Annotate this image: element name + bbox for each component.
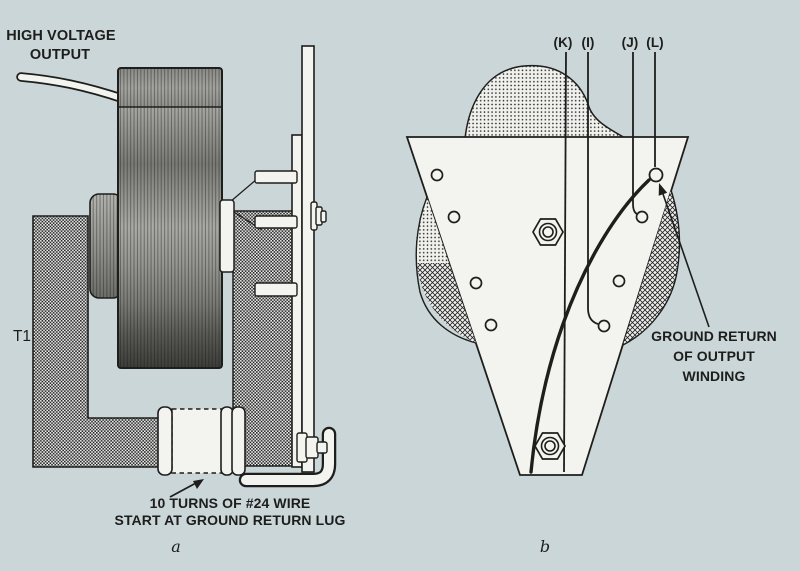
core-crescent-right-outline (622, 189, 681, 346)
high-voltage-output-label-line1: HIGH VOLTAGE (6, 28, 116, 44)
core-crescent-left-lower (417, 263, 476, 343)
core-top-fold-line (229, 178, 258, 203)
center-hex-nut (532, 218, 564, 246)
ground-return-wire-core (241, 429, 334, 485)
ground-note-arrowhead (658, 183, 668, 196)
ground-note-line3: WINDING (683, 368, 746, 384)
center-nut-hole (542, 226, 554, 238)
winding-note-arrow (169, 479, 204, 498)
ten-turn-winding (157, 406, 246, 476)
panel-b-letter: b (540, 537, 550, 556)
hv-lead-core (18, 74, 127, 102)
terminal-j-eyelet (635, 210, 649, 224)
lead-wire-i (587, 52, 599, 325)
winding-note-line2: START AT GROUND RETURN LUG (115, 512, 346, 528)
terminal-board-tall (301, 45, 315, 473)
bottom-nut-hole (544, 440, 556, 452)
winding-note-arrowhead (193, 479, 204, 489)
mid-board-bolt (310, 201, 327, 231)
output-winding-ground-wire (529, 178, 651, 474)
ground-note-leader (662, 193, 710, 328)
core-dome (464, 64, 628, 140)
hidden-turns-dashed (171, 408, 223, 474)
hv-winding-coil (117, 67, 223, 369)
coil-bobbin-hub-stripes (90, 194, 122, 298)
terminal-label-k: (K) (553, 35, 572, 50)
coil-right-flange (219, 199, 235, 273)
terminal-lug-top (254, 170, 298, 184)
mid-bolt-tip (320, 210, 327, 223)
terminal-label-i: (I) (581, 35, 594, 50)
high-voltage-lead-wire (16, 72, 129, 104)
ground-return-terminal (648, 167, 664, 183)
ground-bolt-tip (316, 441, 328, 454)
high-voltage-output-label-line2: OUTPUT (30, 47, 90, 63)
core-crescent-left-upper (415, 197, 449, 263)
ground-return-wire (238, 426, 337, 488)
ground-note-line1: GROUND RETURN (651, 328, 777, 344)
coil-stripes (118, 68, 222, 368)
bottom-hex-nut (534, 432, 566, 460)
terminal-lug-bottom (254, 282, 298, 297)
ground-bolt-nut (305, 436, 319, 459)
ground-lug-bolt (296, 432, 328, 463)
wire-turn-left (157, 406, 173, 476)
board-hole (447, 210, 461, 224)
core-crescent-right (623, 190, 680, 345)
winding-note-line1: 10 TURNS OF #24 WIRE (150, 495, 311, 511)
board-hole (430, 168, 444, 182)
panel-b-rear-view: (K) (I) (J) (L) GROUND RETURN OF OUTPUT … (405, 35, 777, 556)
center-nut-ring (538, 222, 558, 242)
wire-turn-right-2 (231, 406, 246, 476)
center-nut-hex (532, 218, 564, 246)
bottom-nut-ring (540, 436, 560, 456)
board-hole (484, 318, 498, 332)
lead-wire-k (563, 51, 567, 473)
bottom-nut-hex (534, 432, 566, 460)
terminal-lug-middle (254, 215, 298, 229)
triangle-board (405, 136, 690, 476)
core-crescent-left-outline (415, 196, 477, 344)
board-hole (469, 276, 483, 290)
ground-note-arrow (658, 183, 710, 328)
terminal-i-eyelet (597, 319, 611, 333)
panel-a-side-view: HIGH VOLTAGE OUTPUT T1 10 TURNS OF #24 W… (6, 28, 345, 556)
lead-wire-j (632, 52, 638, 215)
board-hole (612, 274, 626, 288)
terminal-label-j: (J) (622, 35, 639, 50)
terminal-label-l: (L) (646, 35, 664, 50)
terminal-board-short (291, 134, 303, 468)
panel-a-letter: a (171, 537, 181, 556)
transformer-ref-label: T1 (13, 328, 31, 345)
ground-note-line2: OF OUTPUT (673, 348, 755, 364)
winding-note-arrow-line (169, 482, 197, 498)
